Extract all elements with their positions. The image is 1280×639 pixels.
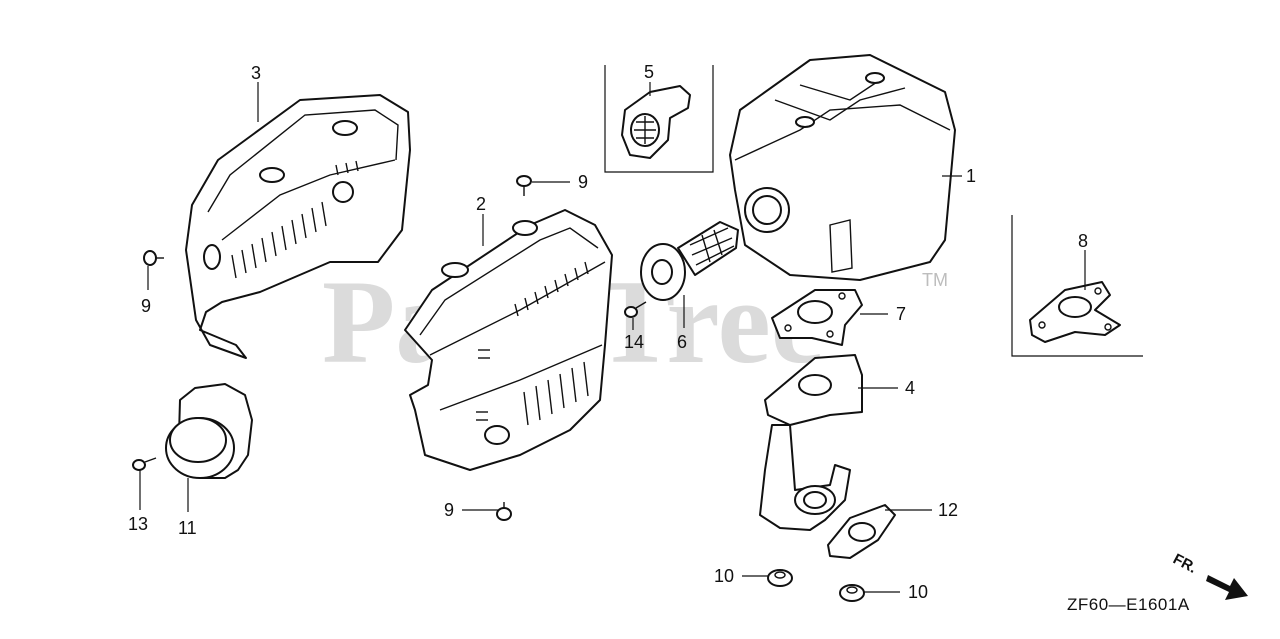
callout-11: 11 (178, 518, 197, 538)
screw-14[interactable] (624, 301, 647, 318)
callout-labels: 3 2 1 5 9 9 6 14 7 8 4 12 9 13 11 10 10 (128, 62, 1088, 602)
part-3-heat-shield[interactable] (185, 94, 411, 359)
bolt-9-bottom[interactable] (496, 502, 512, 521)
part-11-cap[interactable] (165, 383, 253, 479)
callout-13: 13 (128, 514, 148, 534)
callout-6: 6 (677, 332, 687, 352)
callout-7: 7 (896, 304, 906, 324)
callout-3: 3 (251, 63, 261, 83)
leader-lines (139, 82, 1086, 593)
part-6-arrester-screen[interactable] (640, 221, 739, 301)
callout-5: 5 (644, 62, 654, 82)
part-5-spark-arrester[interactable] (604, 65, 714, 173)
callout-2: 2 (476, 194, 486, 214)
callout-1: 1 (966, 166, 976, 186)
nut-10-left[interactable] (767, 569, 793, 587)
direction-label: FR. (1170, 551, 1199, 577)
part-1-muffler[interactable] (729, 54, 956, 281)
part-7-gasket[interactable] (771, 289, 863, 346)
watermark-trademark-text: TM (922, 270, 948, 290)
callout-12: 12 (938, 500, 958, 520)
part-8-gasket[interactable] (1011, 215, 1143, 357)
part-4-exhaust-pipe[interactable] (759, 354, 863, 531)
front-direction-indicator: FR. (1170, 551, 1248, 600)
callout-10-right: 10 (908, 582, 928, 602)
callout-10-left: 10 (714, 566, 734, 586)
callout-4: 4 (905, 378, 915, 398)
nut-10-right[interactable] (839, 584, 865, 602)
diagram-code: ZF60—E1601A (1067, 595, 1190, 614)
bolt-9-top[interactable] (516, 175, 532, 196)
callout-9-left: 9 (141, 296, 151, 316)
screw-13[interactable] (132, 457, 157, 471)
part-12-gasket[interactable] (827, 504, 896, 559)
callout-8: 8 (1078, 231, 1088, 251)
part-2-muffler-protector[interactable] (404, 209, 613, 471)
callout-9-top: 9 (578, 172, 588, 192)
front-arrow-icon (1206, 575, 1248, 600)
callout-9-bottom: 9 (444, 500, 454, 520)
bolt-9-left[interactable] (143, 250, 164, 266)
callout-14: 14 (624, 332, 644, 352)
